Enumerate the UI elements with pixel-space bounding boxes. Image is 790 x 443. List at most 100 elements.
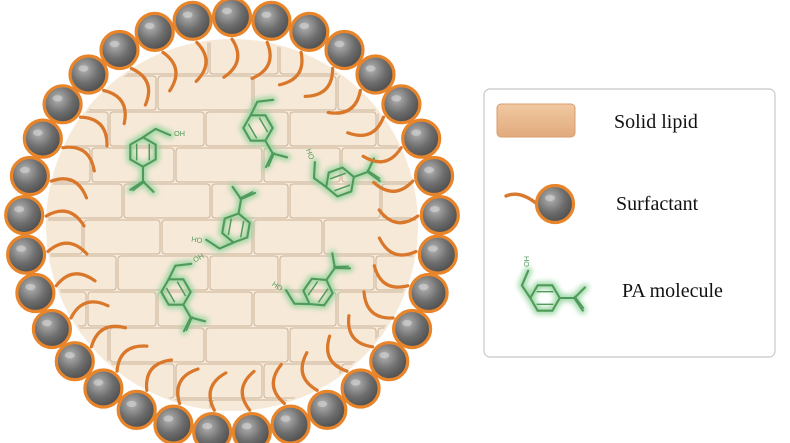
surfactant-tail [89,324,128,349]
surfactant-tail [250,40,272,80]
surfactant-tail [362,290,395,320]
surfactant-head [419,195,460,236]
lipid-brick [381,399,416,409]
surfactant-head [116,389,157,430]
lipid-brick [209,255,279,291]
lipid-brick [157,291,253,327]
lipid-brick [48,147,91,183]
pa-molecule: HO [270,249,354,310]
hydroxyl-label: HO [191,234,204,245]
surfactant-head [270,404,311,443]
surfactant-head [307,389,348,430]
lipid-brick [87,291,157,327]
surfactant-head [401,118,442,159]
surfactant-tail [54,272,97,288]
surfactant-tail [49,177,89,200]
surfactant-head [231,412,272,443]
surfactant-head [289,11,330,52]
hydroxyl-label: HO [174,129,185,138]
lipid-brick [175,147,263,183]
surfactant-tail [78,115,109,148]
surfactant-tail [300,351,319,392]
hydroxyl-label: HO [304,147,316,161]
legend-label-surfactant: Surfactant [616,193,699,215]
surfactant-tail [44,209,86,228]
lipid-brick [253,75,337,111]
surfactant-tail [129,66,151,107]
lipid-brick [253,291,337,327]
surfactant-head [68,54,109,95]
surfactant-head [324,29,365,71]
surfactant-tail [46,241,89,256]
surfactant-tail [144,358,173,392]
pa-molecule-legend-icon: HO [517,256,589,315]
lipid-brick [123,183,211,219]
surfactant-tails [44,37,420,412]
surfactant-head [9,155,50,197]
surfactant-head [340,368,381,409]
lipid-brick [209,41,279,75]
surfactant-tail [115,344,149,373]
lipid-brick [83,219,161,255]
lipid-brick [205,327,289,363]
surfactant-heads [4,0,460,443]
pa-molecule: HO [191,183,259,253]
surfactant-tail [372,264,410,289]
surfactant-head [54,341,95,382]
lipid-brick [211,183,289,219]
lipid-brick [381,183,416,219]
surfactant-tail [176,367,200,406]
surfactant-tail [361,146,403,164]
surfactant-tail [326,334,349,373]
lipid-brick [109,327,205,363]
legend-label-pa-molecule: PA molecule [622,280,723,302]
solid-lipid-swatch [496,103,576,138]
lipid-brick [289,183,381,219]
surfactant-tail [277,50,304,87]
surfactant-head [251,0,292,41]
surfactant-head [369,341,410,382]
pa-molecule: HO [517,256,589,315]
surfactant-tail [61,145,96,173]
surfactant-tail [377,236,418,257]
surfactant-tail [372,179,415,193]
surfactant-tail [222,37,240,79]
surfactant-head [15,272,56,314]
surfactant-tail [326,88,362,115]
surfactant-head [414,155,455,197]
surfactant-head [134,11,175,52]
pa-molecule [239,96,291,171]
surfactant-head [417,234,458,275]
pa-molecules: HO HO HO HO HO [126,96,384,335]
surfactant-head [192,412,233,443]
surfactant-head [31,308,73,350]
lipid-brick [253,219,323,255]
pa-molecule: HO [304,147,384,201]
surfactant-head [6,234,47,275]
pa-molecule: HO [126,124,185,196]
surfactant-tail [271,362,286,406]
pa-molecule: HO [157,251,209,335]
surfactant-tail [161,50,178,93]
surfactant-tail [377,208,420,225]
surfactant-head [4,195,45,236]
surfactant-head [153,404,194,443]
surfactant-head [408,272,449,314]
surfactant-tail [346,314,375,349]
surfactant-head [99,29,140,71]
surfactant-legend-icon [504,183,576,225]
surfactant-head [355,54,396,95]
surfactant-head [172,0,213,41]
legend-label-solid-lipid: Solid lipid [614,111,698,133]
surfactant-tail [303,66,335,98]
surfactant-tail [102,88,127,126]
surfactant-tail [194,40,208,83]
surfactant-head [42,84,83,125]
surfactant-head [83,368,124,409]
surfactant-head [22,118,63,159]
lipid-brick [175,363,263,399]
surfactant-tail [240,369,256,412]
surfactant-head [381,84,422,125]
